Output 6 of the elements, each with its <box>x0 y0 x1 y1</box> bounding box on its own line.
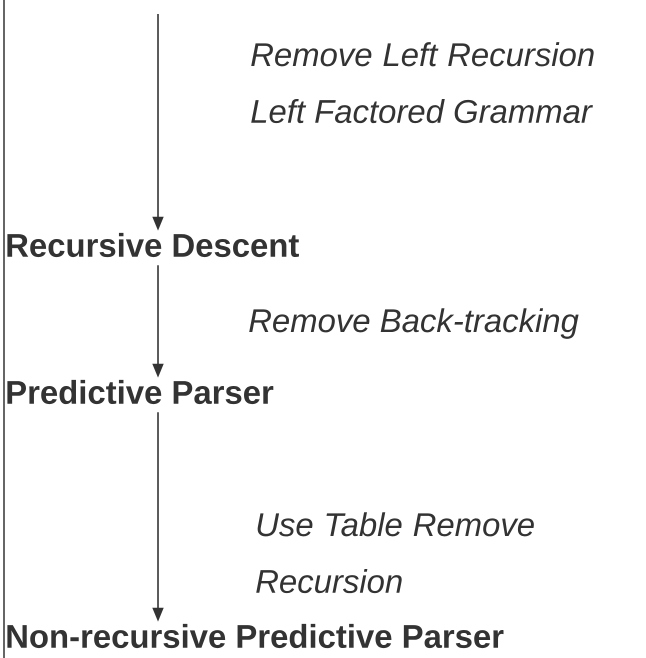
process-label: Recursive Descent <box>7 232 299 258</box>
process-label: Non-recursive Predictive Parser <box>7 624 504 648</box>
edge-label: Use Table Remove Recursion <box>256 512 534 594</box>
edge-label: Remove Left Recursion Left Factored Grammar <box>251 42 594 124</box>
process-label: Predictive Parser <box>7 380 274 404</box>
edge-label: Remove Back-tracking <box>249 308 579 339</box>
